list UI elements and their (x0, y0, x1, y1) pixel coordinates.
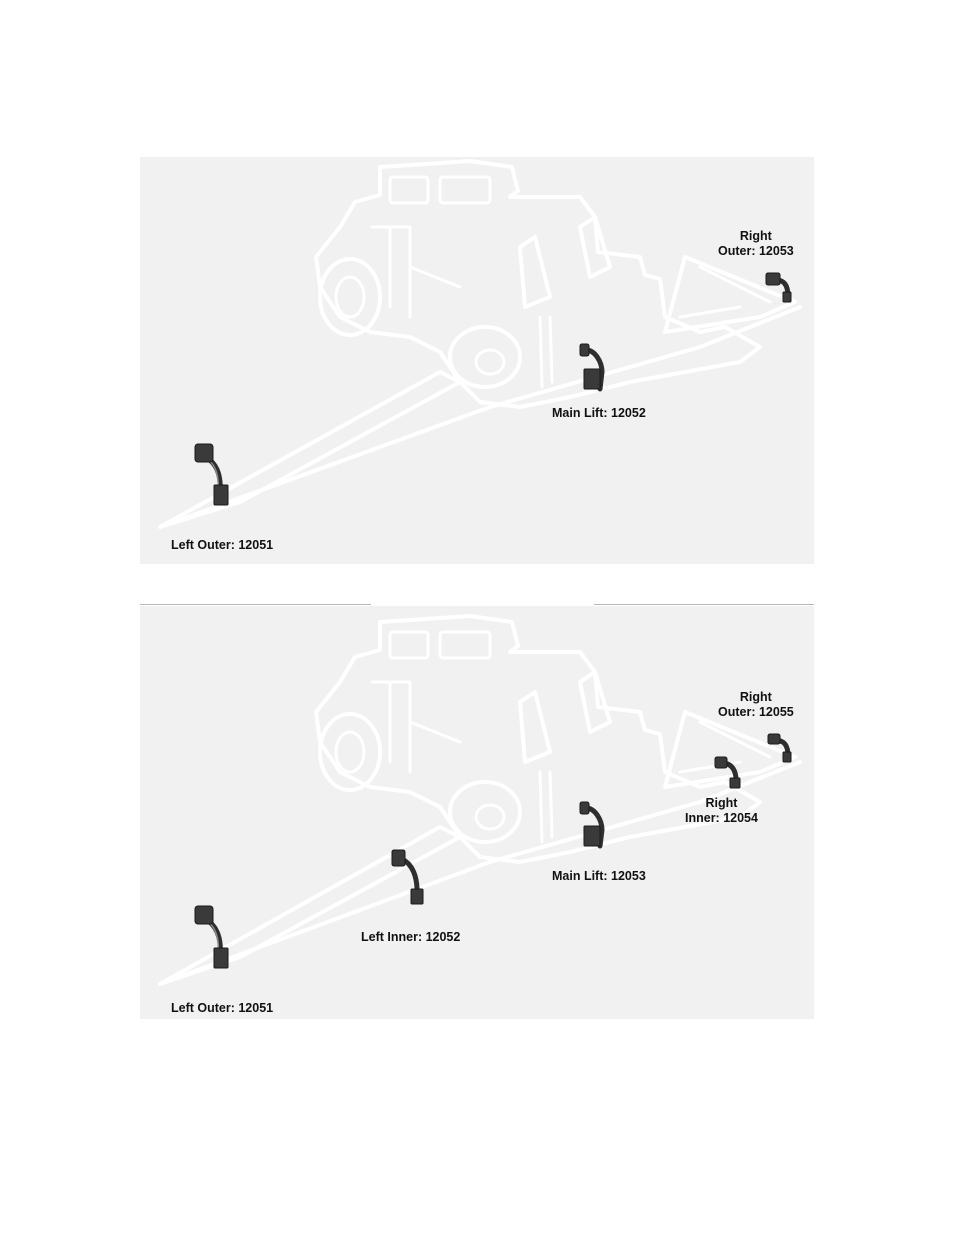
label-left-outer-text: Left Outer: 12051 (171, 1001, 274, 1015)
sprayer-illustration (158, 614, 802, 986)
boom-outline (158, 710, 802, 986)
divider-right (594, 604, 814, 605)
label-right-outer: Right Outer: 12053 (718, 229, 794, 259)
label-left-inner: Left Inner: 12052 (361, 930, 460, 945)
sprayer-diagram-top: Right Outer: 12053 Main Lift: 12052 Left… (140, 157, 814, 564)
label-right-outer-text: Right Outer: 12053 (718, 229, 794, 258)
divider-left (140, 604, 371, 605)
label-right-outer-text: Right Outer: 12055 (718, 690, 794, 719)
sprayer-illustration (158, 159, 802, 529)
sensor-left-outer (194, 905, 229, 969)
label-main-lift-text: Main Lift: 12052 (552, 406, 646, 420)
sprayer-diagram-bottom: Right Outer: 12055 Right Inner: 12054 Ma… (140, 606, 814, 1019)
sensor-left-outer (194, 443, 229, 506)
sensor-left-inner (391, 849, 424, 905)
sensor-main-lift (579, 801, 605, 849)
label-right-inner: Right Inner: 12054 (685, 796, 758, 826)
label-left-inner-text: Left Inner: 12052 (361, 930, 461, 944)
label-left-outer-text: Left Outer: 12051 (171, 538, 274, 552)
label-left-outer: Left Outer: 12051 (171, 538, 273, 553)
label-left-outer: Left Outer: 12051 (171, 1001, 273, 1016)
sensor-right-inner (714, 756, 741, 789)
label-main-lift-text: Main Lift: 12053 (552, 869, 646, 883)
label-right-outer: Right Outer: 12055 (718, 690, 794, 720)
label-main-lift: Main Lift: 12052 (552, 406, 646, 421)
label-main-lift: Main Lift: 12053 (552, 869, 646, 884)
boom-outline (158, 255, 802, 529)
sensor-right-outer (765, 272, 792, 303)
label-right-inner-text: Right Inner: 12054 (685, 796, 758, 825)
tractor-outline (314, 614, 762, 864)
tractor-outline (314, 159, 762, 409)
sensor-right-outer (767, 733, 792, 763)
sensor-main-lift (579, 343, 605, 392)
